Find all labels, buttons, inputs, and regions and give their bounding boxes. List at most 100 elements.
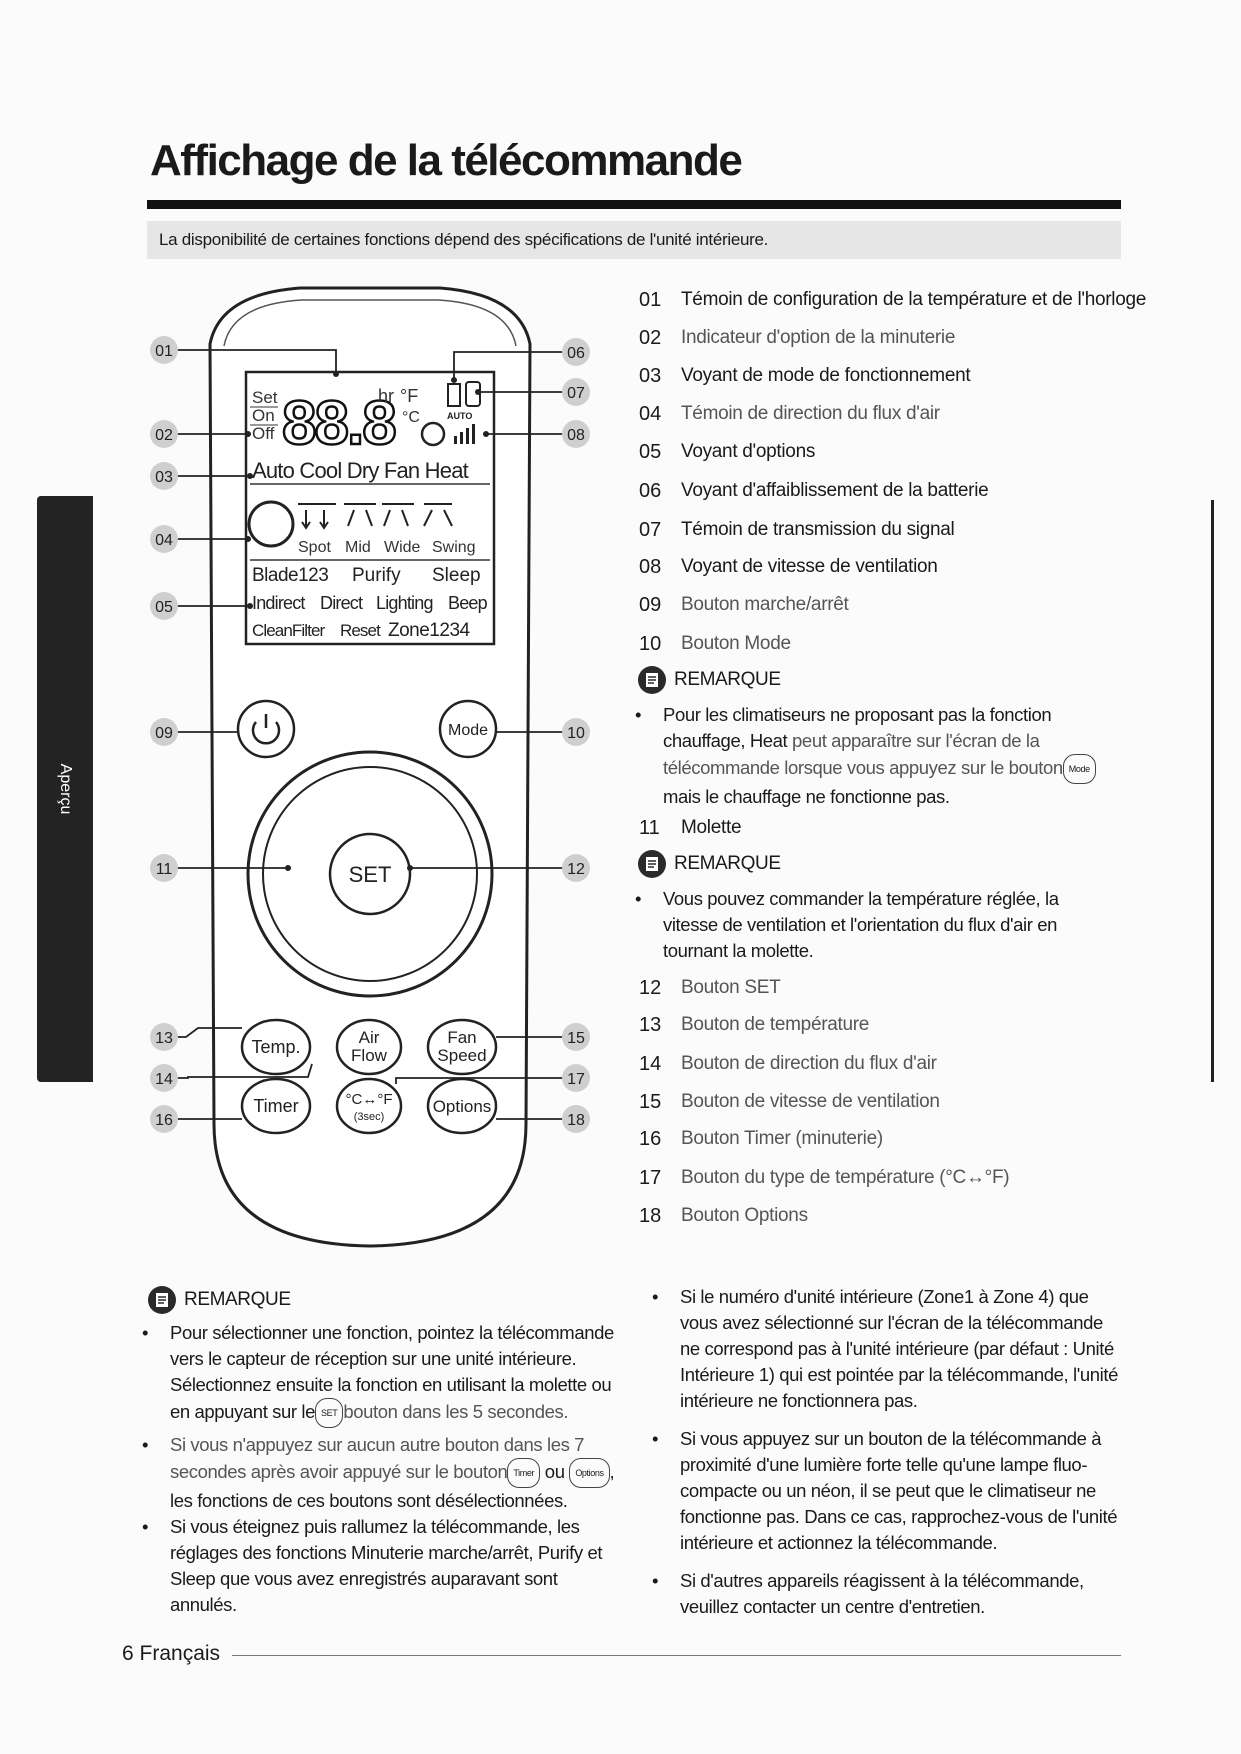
svg-text:11: 11	[156, 861, 173, 878]
availability-text: La disponibilité de certaines fonctions …	[159, 230, 769, 249]
remote-control-diagram: Set On Off 88.8 hr °F °C AUTO Auto Cool …	[150, 286, 590, 1248]
lcd-beep: Beep	[448, 593, 488, 613]
options-button-label: Options	[433, 1097, 492, 1116]
remarque-heading-2: REMARQUE	[638, 850, 781, 878]
remote-body-inner	[223, 299, 517, 347]
fan-icon	[420, 421, 446, 447]
lcd-reset: Reset	[340, 621, 381, 640]
note-molette-text: •Vous pouvez commander la température ré…	[635, 888, 1059, 961]
callout-badge-05: 05	[150, 592, 178, 620]
callout-badge-04: 04	[150, 525, 178, 553]
set-button-label: SET	[349, 862, 392, 887]
callout-badge-17: 17	[562, 1064, 590, 1092]
lcd-sleep: Sleep	[432, 565, 481, 586]
lcd-auto: AUTO	[447, 411, 472, 421]
temp-unit-button-label-2: (3sec)	[354, 1111, 385, 1123]
timer-button	[240, 1077, 312, 1135]
svg-text:04: 04	[155, 532, 173, 549]
airflow-button-label-1: Air	[359, 1028, 380, 1047]
svg-text:07: 07	[567, 385, 585, 402]
bottom-right-bullet-2: •Si vous appuyez sur un bouton de la tél…	[652, 1428, 1118, 1553]
page-title: Affichage de la télécommande	[150, 136, 743, 185]
lcd-blade: Blade123	[252, 565, 328, 586]
callout-badge-03: 03	[150, 462, 178, 490]
fanspeed-button-label-2: Speed	[437, 1046, 486, 1065]
svg-text:18: 18	[567, 1112, 585, 1129]
lcd-purify: Purify	[352, 565, 401, 586]
callout-badge-07: 07	[562, 378, 590, 406]
timer-mini-button-icon: Timer	[507, 1458, 541, 1488]
svg-text:03: 03	[155, 469, 173, 486]
svg-text:14: 14	[155, 1071, 173, 1088]
mode-button	[438, 699, 498, 759]
lcd-celsius: °C	[402, 409, 420, 426]
svg-text:10: 10	[567, 725, 585, 742]
svg-text:05: 05	[155, 599, 173, 616]
swing-circle-icon	[247, 500, 295, 548]
battery-icon	[447, 383, 461, 407]
lcd-wide: Wide	[384, 539, 421, 556]
lcd-lighting: Lighting	[376, 593, 433, 613]
callout-badge-06: 06	[562, 338, 590, 366]
lcd-digits: 88.8	[282, 389, 395, 458]
wheel-inner	[262, 766, 478, 982]
callout-badge-15: 15	[562, 1023, 590, 1051]
page-footer: 6 Français	[122, 1642, 221, 1665]
note-mode-text: •Pour les climatiseurs ne proposant pas …	[635, 702, 1123, 810]
lcd-off: Off	[252, 424, 275, 443]
timer-button-label: Timer	[253, 1096, 298, 1116]
callout-badge-14: 14	[150, 1064, 178, 1092]
lcd-mid: Mid	[345, 539, 371, 556]
airflow-arrows-icon	[301, 509, 453, 530]
temp-button	[240, 1018, 312, 1076]
note-icon	[148, 1286, 176, 1314]
svg-text:02: 02	[155, 427, 173, 444]
section-tab-label: Aperçu	[57, 763, 74, 815]
temp-button-label: Temp.	[251, 1037, 300, 1057]
fan-bar-4	[472, 424, 475, 444]
power-button	[236, 699, 296, 759]
svg-text:15: 15	[567, 1030, 585, 1047]
right-margin-rule	[1211, 500, 1214, 1082]
callout-badge-08: 08	[562, 420, 590, 448]
options-mini-button-icon: Options	[569, 1458, 610, 1488]
temp-unit-button	[335, 1077, 403, 1135]
lcd-direct: Direct	[320, 593, 363, 613]
options-button	[426, 1077, 498, 1135]
set-mini-button-icon: SET	[315, 1398, 344, 1428]
bottom-right-bullet-3: •Si d'autres appareils réagissent à la t…	[652, 1570, 1084, 1617]
bottom-left-bullet-3: •Si vous éteignez puis rallumez la téléc…	[142, 1516, 603, 1615]
mode-button-label: Mode	[448, 722, 488, 739]
lcd-modes: Auto Cool Dry Fan Heat	[252, 458, 469, 483]
fan-bar-3	[466, 428, 469, 444]
svg-text:09: 09	[155, 725, 173, 742]
callout-badge-09: 09	[150, 718, 178, 746]
bottom-left-bullet-2: •Si vous n'appuyez sur aucun autre bouto…	[142, 1434, 615, 1511]
svg-text:08: 08	[567, 427, 585, 444]
callout-dots	[245, 371, 489, 871]
lcd-indirect: Indirect	[252, 593, 305, 613]
svg-text:17: 17	[567, 1071, 585, 1088]
power-icon	[251, 714, 281, 745]
fanspeed-button	[426, 1018, 498, 1076]
remarque-heading-3: REMARQUE	[148, 1286, 291, 1314]
airflow-button	[335, 1018, 403, 1076]
lcd-on: On	[252, 406, 275, 425]
callout-lines	[166, 349, 574, 1120]
bottom-right-bullet-1: •Si le numéro d'unité intérieure (Zone1 …	[652, 1286, 1118, 1411]
lcd-zone: Zone1234	[388, 620, 471, 641]
lcd-set: Set	[252, 388, 278, 407]
svg-text:12: 12	[567, 861, 585, 878]
svg-text:13: 13	[155, 1030, 173, 1047]
lcd-swing: Swing	[432, 539, 476, 556]
fan-bar-1	[454, 436, 457, 444]
callout-badge-12: 12	[562, 854, 590, 882]
temp-unit-button-label-1: °C↔°F	[346, 1091, 393, 1108]
footer-rule	[232, 1655, 1121, 1656]
fanspeed-button-label-1: Fan	[447, 1028, 476, 1047]
callout-badge-02: 02	[150, 420, 178, 448]
set-button	[328, 832, 412, 916]
lcd-cleanfilter: CleanFilter	[252, 621, 326, 640]
callout-badge-11: 11	[150, 854, 178, 882]
callout-badge-13: 13	[150, 1023, 178, 1051]
